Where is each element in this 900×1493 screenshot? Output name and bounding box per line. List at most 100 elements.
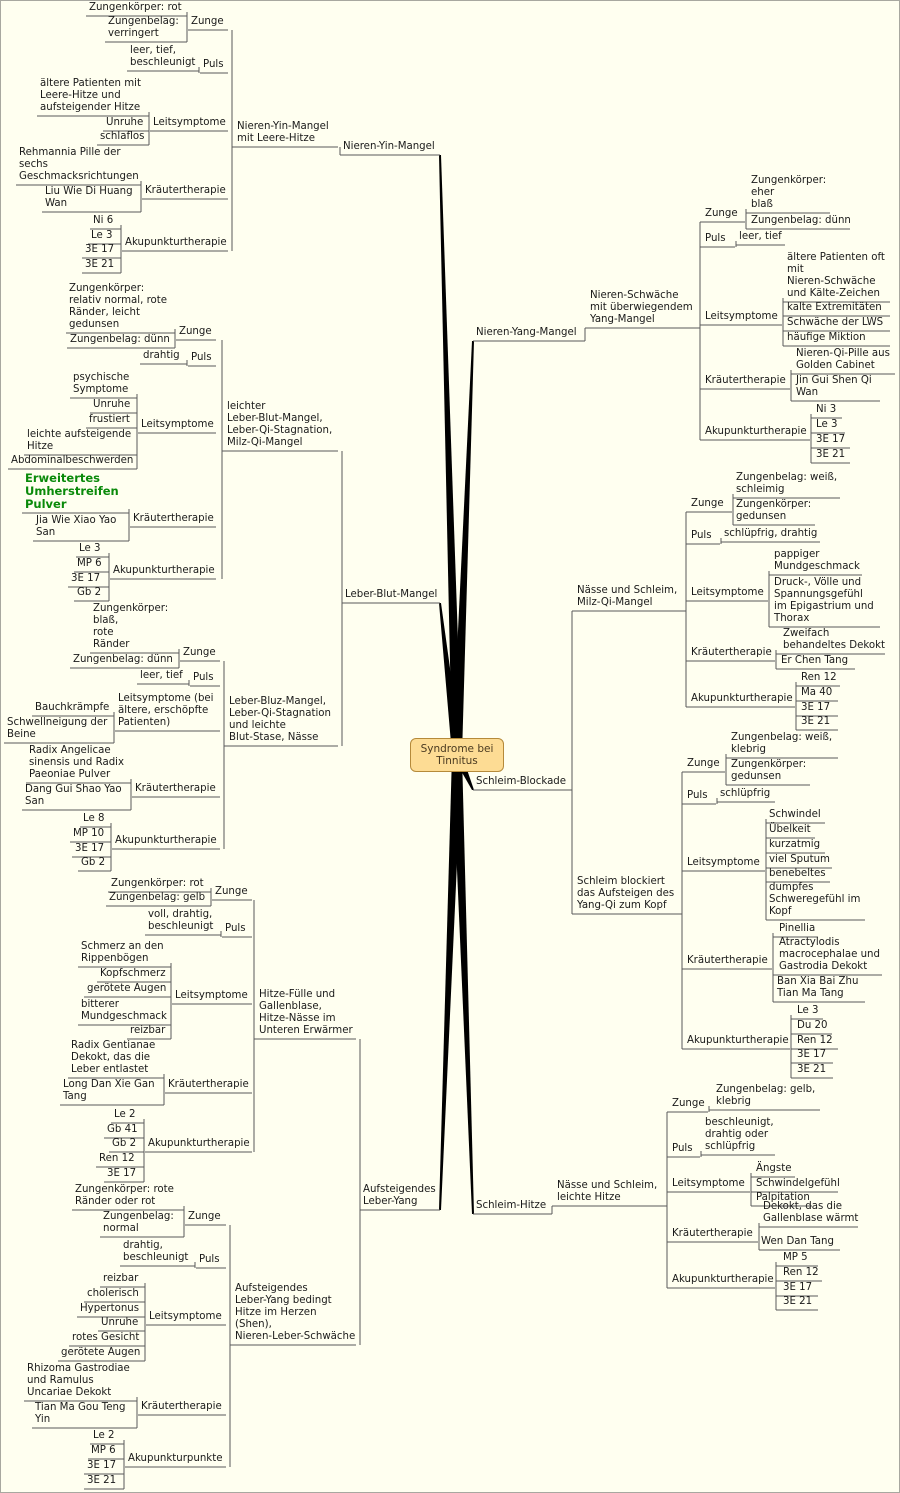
leaf-item[interactable]: Erweitertes Umherstreifen Pulver: [25, 471, 119, 511]
leaf-item[interactable]: Tian Ma Gou Teng Yin: [35, 1402, 126, 1425]
leaf-item[interactable]: Nieren-Qi-Pille aus Golden Cabinet: [796, 348, 890, 371]
category-topic[interactable]: Kräutertherapie: [691, 647, 772, 658]
category-topic[interactable]: Puls: [672, 1143, 693, 1154]
category-topic[interactable]: Zunge: [687, 758, 720, 769]
leaf-item[interactable]: Kopfschmerz: [100, 968, 166, 979]
leaf-item[interactable]: schlüpfrig, drahtig: [724, 528, 818, 539]
leaf-item[interactable]: Pinellia: [779, 923, 816, 934]
leaf-item[interactable]: Bauchkrämpfe: [35, 702, 110, 713]
leaf-item[interactable]: Le 3: [79, 543, 101, 554]
leaf-item[interactable]: MP 6: [91, 1445, 116, 1456]
leaf-item[interactable]: kalte Extremitäten: [787, 302, 882, 313]
leaf-item[interactable]: leichte aufsteigende Hitze: [27, 429, 132, 452]
leaf-item[interactable]: Le 3: [816, 419, 838, 430]
leaf-item[interactable]: Zungenkörper: eher blaß: [751, 175, 827, 210]
leaf-item[interactable]: Long Dan Xie Gan Tang: [63, 1079, 155, 1102]
leaf-item[interactable]: Zungenkörper: blaß, rote Ränder: [93, 603, 169, 650]
leaf-item[interactable]: cholerisch: [87, 1288, 139, 1299]
category-topic[interactable]: Puls: [193, 672, 214, 683]
leaf-item[interactable]: voll, drahtig, beschleunigt: [148, 909, 214, 932]
leaf-item[interactable]: 3E 21: [801, 716, 831, 727]
leaf-item[interactable]: Radix Angelicae sinensis und Radix Paeon…: [29, 745, 125, 780]
leaf-item[interactable]: Zweifach behandeltes Dekokt: [783, 628, 886, 651]
leaf-item[interactable]: ältere Patienten oft mit Nieren-Schwäche…: [787, 252, 885, 299]
leaf-item[interactable]: Rhizoma Gastrodiae und Ramulus Uncariae …: [27, 1363, 130, 1398]
leaf-item[interactable]: MP 10: [73, 828, 105, 839]
category-topic[interactable]: Zunge: [179, 326, 212, 337]
category-topic[interactable]: Kräutertherapie: [672, 1228, 753, 1239]
leaf-item[interactable]: Zungenkörper: rot: [111, 878, 204, 889]
category-topic[interactable]: Kräutertherapie: [168, 1079, 249, 1090]
category-topic[interactable]: Akupunkturtherapie: [687, 1035, 789, 1046]
leaf-item[interactable]: Unruhe: [106, 117, 144, 128]
leaf-item[interactable]: MP 6: [77, 558, 102, 569]
subtopic[interactable]: Aufsteigendes Leber-Yang bedingt Hitze i…: [235, 1283, 356, 1342]
leaf-item[interactable]: kurzatmig: [769, 839, 821, 850]
main-branch-topic[interactable]: Schleim-Hitze: [476, 1200, 547, 1211]
category-topic[interactable]: Akupunkturtherapie: [672, 1274, 774, 1285]
category-topic[interactable]: Akupunkturtherapie: [148, 1138, 250, 1149]
leaf-item[interactable]: 3E 17: [71, 573, 101, 584]
category-topic[interactable]: Leitsymptome: [691, 587, 764, 598]
leaf-item[interactable]: Zungenkörper: gedunsen: [731, 759, 807, 782]
leaf-item[interactable]: Radix Gentianae Dekokt, das die Leber en…: [71, 1040, 156, 1075]
category-topic[interactable]: Leitsymptome (bei ältere, erschöpfte Pat…: [118, 693, 214, 728]
leaf-item[interactable]: frustiert: [89, 414, 130, 425]
category-topic[interactable]: Leitsymptome: [687, 857, 760, 868]
leaf-item[interactable]: 3E 21: [816, 449, 846, 460]
leaf-item[interactable]: beschleunigt, drahtig oder schlüpfrig: [705, 1117, 774, 1152]
category-topic[interactable]: Kräutertherapie: [705, 375, 786, 386]
leaf-item[interactable]: leer, tief: [140, 670, 183, 681]
leaf-item[interactable]: Zungenbelag: dünn: [70, 334, 170, 345]
leaf-item[interactable]: Ren 12: [797, 1035, 833, 1046]
category-topic[interactable]: Puls: [225, 923, 246, 934]
leaf-item[interactable]: Schwellneigung der Beine: [7, 717, 108, 740]
category-topic[interactable]: Leitsymptome: [141, 419, 214, 430]
leaf-item[interactable]: Er Chen Tang: [781, 655, 849, 666]
leaf-item[interactable]: reizbar: [103, 1273, 139, 1284]
leaf-item[interactable]: Palpitation: [756, 1192, 810, 1203]
category-topic[interactable]: Puls: [203, 59, 224, 70]
subtopic[interactable]: leichter Leber-Blut-Mangel, Leber-Qi-Sta…: [227, 401, 333, 448]
leaf-item[interactable]: Ren 12: [783, 1267, 819, 1278]
subtopic[interactable]: Hitze-Fülle und Gallenblase, Hitze-Nässe…: [259, 989, 353, 1036]
leaf-item[interactable]: 3E 17: [75, 843, 105, 854]
leaf-item[interactable]: Zungenbelag: verringert: [108, 16, 179, 39]
leaf-item[interactable]: 3E 17: [797, 1049, 827, 1060]
subtopic[interactable]: Nässe und Schleim, Milz-Qi-Mangel: [577, 585, 678, 608]
leaf-item[interactable]: Übelkeit: [769, 824, 811, 835]
leaf-item[interactable]: Zungenkörper: rot: [89, 2, 182, 13]
leaf-item[interactable]: viel Sputum: [769, 854, 830, 865]
leaf-item[interactable]: Le 3: [797, 1005, 819, 1016]
leaf-item[interactable]: Dang Gui Shao Yao San: [25, 784, 122, 807]
central-topic[interactable]: Syndrome bei Tinnitus: [410, 738, 504, 772]
leaf-item[interactable]: Jin Gui Shen Qi Wan: [796, 375, 872, 398]
leaf-item[interactable]: Le 8: [83, 813, 105, 824]
leaf-item[interactable]: Dekokt, das die Gallenblase wärmt: [763, 1201, 859, 1224]
leaf-item[interactable]: Wen Dan Tang: [761, 1236, 834, 1247]
leaf-item[interactable]: reizbar: [130, 1025, 166, 1036]
category-topic[interactable]: Akupunkturtherapie: [113, 565, 215, 576]
leaf-item[interactable]: Zungenbelag: dünn: [751, 215, 851, 226]
leaf-item[interactable]: Zungenkörper: rote Ränder oder rot: [75, 1184, 174, 1207]
leaf-item[interactable]: Zungenbelag: normal: [103, 1211, 174, 1234]
leaf-item[interactable]: Ren 12: [99, 1153, 135, 1164]
leaf-item[interactable]: Liu Wie Di Huang Wan: [45, 186, 133, 209]
leaf-item[interactable]: Zungenkörper: relativ normal, rote Rände…: [69, 283, 168, 330]
leaf-item[interactable]: gerötete Augen: [87, 983, 167, 994]
leaf-item[interactable]: Abdominalbeschwerden: [11, 455, 134, 466]
leaf-item[interactable]: gerötete Augen: [61, 1347, 141, 1358]
leaf-item[interactable]: Du 20: [797, 1020, 828, 1031]
leaf-item[interactable]: Gb 2: [112, 1138, 137, 1149]
leaf-item[interactable]: 3E 21: [85, 259, 115, 270]
leaf-item[interactable]: Ma 40: [801, 687, 833, 698]
leaf-item[interactable]: Jia Wie Xiao Yao San: [36, 515, 117, 538]
leaf-item[interactable]: 3E 21: [797, 1064, 827, 1075]
leaf-item[interactable]: 3E 17: [107, 1168, 137, 1179]
leaf-item[interactable]: Zungenbelag: dünn: [73, 654, 173, 665]
category-topic[interactable]: Akupunkturtherapie: [691, 693, 793, 704]
category-topic[interactable]: Kräutertherapie: [141, 1401, 222, 1412]
category-topic[interactable]: Leitsymptome: [153, 117, 226, 128]
main-branch-topic[interactable]: Nieren-Yang-Mangel: [476, 327, 577, 338]
leaf-item[interactable]: Atractylodis macrocephalae und Gastrodia…: [779, 937, 880, 972]
